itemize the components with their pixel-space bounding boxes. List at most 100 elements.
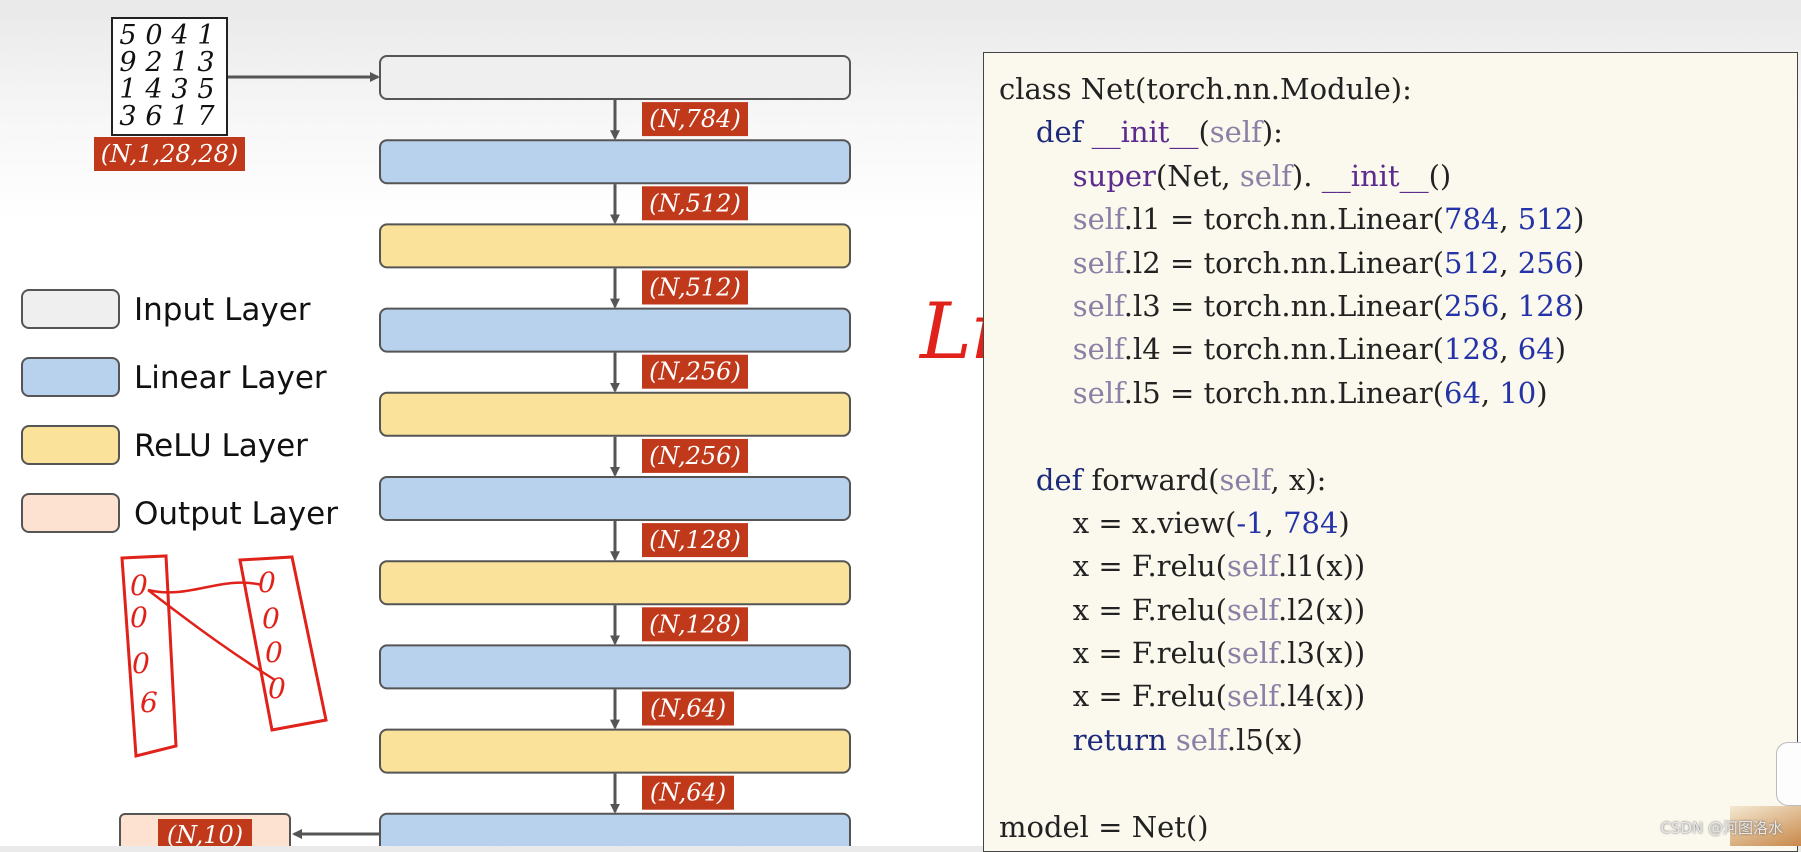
code-token: , xyxy=(1499,245,1518,280)
code-line xyxy=(999,415,1584,458)
digit-cell: 5 xyxy=(197,74,214,105)
digit-cell: 9 xyxy=(119,47,136,78)
code-token xyxy=(999,289,1073,323)
code-line: return self.l5(x) xyxy=(999,719,1584,762)
handwritten-left-column xyxy=(120,554,178,758)
code-token: 64 xyxy=(1444,375,1481,410)
legend-swatch xyxy=(21,357,120,397)
code-panel: class Net(torch.nn.Module): def __init__… xyxy=(983,52,1798,852)
code-line: x = x.view(-1, 784) xyxy=(999,502,1584,545)
shape-label: (N,128) xyxy=(649,526,741,554)
code-token: self xyxy=(1226,636,1278,671)
code-token: x = x.view( xyxy=(999,505,1237,540)
code-token: ) xyxy=(1573,288,1585,323)
legend-label: Linear Layer xyxy=(134,360,327,396)
code-token: 128 xyxy=(1517,288,1574,323)
shape-badge xyxy=(642,102,748,137)
code-token xyxy=(1082,115,1091,149)
code-token: self xyxy=(1072,288,1124,323)
digit-cell: 6 xyxy=(145,101,162,132)
code-token xyxy=(999,332,1073,366)
code-token: ( xyxy=(1198,115,1210,150)
digit-cell: 3 xyxy=(119,101,136,132)
code-token: 512 xyxy=(1517,202,1574,237)
code-token: ): xyxy=(1261,115,1283,150)
code-token: .l4 = torch.nn.Linear( xyxy=(1123,332,1444,367)
code-token: ) xyxy=(1338,505,1350,540)
layer-box-linear xyxy=(379,476,851,521)
layer-pipeline: (N,784)(N,512)(N,512)(N,256)(N,256)(N,12… xyxy=(379,55,851,846)
code-token: return xyxy=(1072,722,1167,757)
code-token: , x): xyxy=(1270,462,1327,497)
code-token: __init__ xyxy=(1321,158,1429,193)
digit-cell: 1 xyxy=(119,74,136,105)
code-token: def xyxy=(1035,462,1083,497)
side-tab[interactable] xyxy=(1776,742,1801,806)
output-block: (N,10) xyxy=(119,813,291,846)
code-token: 784 xyxy=(1283,505,1339,540)
digit-cell: 5 xyxy=(119,20,136,51)
code-token: super xyxy=(1072,158,1156,193)
code-token: def xyxy=(1035,115,1083,150)
code-token: ) xyxy=(1536,375,1548,410)
code-token: ) xyxy=(1573,245,1585,280)
code-token: 128 xyxy=(1444,332,1500,367)
code-token: ) xyxy=(1573,202,1585,237)
code-token xyxy=(999,115,1036,149)
code-token: ) xyxy=(1554,332,1567,367)
code-token: .l3 = torch.nn.Linear( xyxy=(1123,288,1444,323)
code-token xyxy=(1167,723,1176,757)
digit-cell: 4 xyxy=(170,20,188,51)
code-token: , xyxy=(1499,202,1518,237)
code-token: , xyxy=(1480,375,1500,410)
code-token: .l3(x)) xyxy=(1277,636,1366,671)
layer-box-input xyxy=(379,55,851,100)
code-token: self xyxy=(1226,679,1278,714)
output-shape-text: (N,10) xyxy=(167,821,243,846)
shape-badge xyxy=(642,607,748,642)
handwritten-digit: 0 xyxy=(130,569,148,602)
code-token: x = F.relu( xyxy=(999,592,1227,627)
code-token: , xyxy=(1499,332,1518,367)
code-token: forward( xyxy=(1082,462,1220,497)
code-token xyxy=(999,159,1073,193)
code-token: 784 xyxy=(1444,202,1500,237)
code-token: x = F.relu( xyxy=(999,636,1227,671)
code-token: -1 xyxy=(1236,505,1265,540)
code-token: 256 xyxy=(1444,288,1500,323)
code-token: self xyxy=(1072,332,1124,367)
code-token: self xyxy=(1209,115,1262,150)
digit-cell: 1 xyxy=(197,20,214,51)
code-line: self.l2 = torch.nn.Linear(512, 256) xyxy=(999,242,1585,285)
handwritten-digit: 0 xyxy=(268,672,286,705)
shape-label: (N,256) xyxy=(649,358,741,386)
handwritten-digit: 0 xyxy=(262,602,280,635)
code-token: .l5(x) xyxy=(1226,722,1303,757)
shape-badge xyxy=(642,438,748,473)
shape-label: (N,64) xyxy=(650,779,726,807)
input-shape-label: (N,1,28,28) xyxy=(94,137,245,171)
layer-box-relu xyxy=(379,560,851,606)
code-token: 10 xyxy=(1499,375,1537,410)
code-token: (Net, xyxy=(1155,158,1240,193)
layer-box-linear xyxy=(379,644,851,690)
code-line: x = F.relu(self.l3(x)) xyxy=(999,632,1584,675)
code-token: .l5 = torch.nn.Linear( xyxy=(1123,375,1444,410)
layer-box-relu xyxy=(379,391,851,437)
code-line: x = F.relu(self.l4(x)) xyxy=(999,675,1584,718)
code-token: self xyxy=(1175,722,1227,757)
shape-label: (N,256) xyxy=(649,442,741,470)
code-token: 256 xyxy=(1517,245,1574,280)
layer-box-linear xyxy=(379,307,851,353)
code-line: model = Net() xyxy=(999,806,1584,849)
code-token: .l4(x)) xyxy=(1277,679,1366,714)
shape-badge xyxy=(642,775,734,810)
code-token: __init__ xyxy=(1091,115,1199,150)
shape-badge xyxy=(642,691,734,726)
code-token: model = Net() xyxy=(999,809,1209,844)
legend-label: Input Layer xyxy=(134,292,311,328)
code-line: super(Net, self). __init__() xyxy=(999,155,1584,198)
